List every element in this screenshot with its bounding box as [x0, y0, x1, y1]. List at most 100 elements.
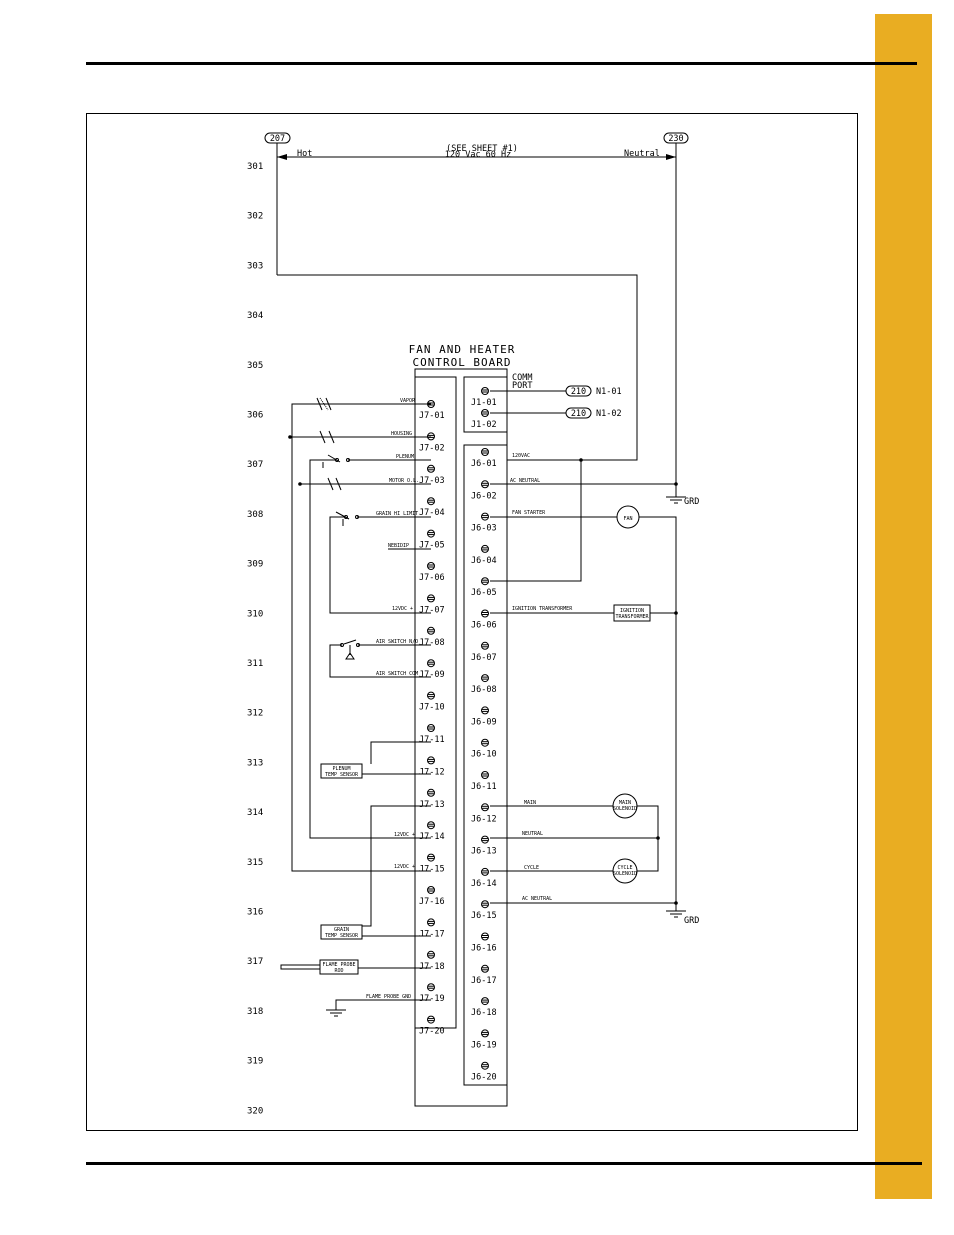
ground-label-1: GRD [684, 497, 699, 507]
voltage-label: 120 Vac 60 Hz [445, 150, 512, 160]
row-number: 301 [247, 162, 263, 172]
terminal-j6: J6-11 [471, 771, 497, 792]
terminal-j6: J6-07 [471, 641, 497, 663]
terminal-label: J6-12 [471, 814, 497, 824]
terminal-j7: J7-07 [419, 594, 445, 615]
terminal-j6: J6-03 [471, 512, 497, 534]
terminal-label: J6-17 [471, 976, 497, 986]
terminal-j6: J6-04 [471, 544, 497, 566]
wire-label-flame-probe-gnd: FLAME PROBE GND [366, 994, 411, 1000]
wire-label-12vdc-15: 12VDC + [394, 832, 415, 838]
row-number: 304 [247, 311, 263, 321]
wire-label-j6-14: CYCLE [524, 865, 539, 871]
terminal-j7: J7-11 [419, 724, 445, 745]
plenum-sensor-line1: PLENUM [332, 766, 350, 772]
terminal-j7: J7-14 [419, 821, 445, 842]
terminal-label: J6-04 [471, 556, 497, 566]
flame-probe-line1: FLAME PROBE [322, 962, 355, 968]
terminal-j6: J6-09 [471, 706, 497, 727]
terminal-j7: J7-09 [419, 659, 445, 680]
terminal-label: J7-17 [419, 929, 445, 939]
terminal-label: J7-05 [419, 541, 445, 551]
terminal-label: J6-05 [471, 588, 497, 598]
wire-label-j6-06: IGNITION TRANSFORMER [512, 606, 573, 612]
ref-bubble-left: 207 [264, 132, 291, 144]
ground-label-2: GRD [684, 916, 699, 926]
flame-probe-line2: ROD [334, 968, 343, 974]
terminal-j7: J7-19 [419, 983, 445, 1004]
grain-sensor-box [320, 924, 363, 940]
bottom-rule [86, 1162, 922, 1165]
terminal-label: J6-19 [471, 1040, 497, 1050]
terminal-label: J1-01 [471, 398, 497, 408]
terminal-label: J7-19 [419, 994, 445, 1004]
fan-label: FAN [623, 516, 632, 522]
terminal-j7: J7-16 [419, 886, 445, 907]
terminal-label: J6-13 [471, 847, 497, 857]
row-number: 311 [247, 659, 263, 669]
row-number: 315 [247, 858, 263, 868]
ref-right-text: 230 [668, 134, 683, 144]
terminal-j6: J6-02 [471, 480, 497, 501]
wire-label-air-switch-no: AIR SWITCH N/O [376, 639, 418, 645]
terminal-label: J7-07 [419, 605, 445, 615]
wire-label-j6-02: AC NEUTRAL [510, 478, 540, 484]
terminal-j6: J6-01 [471, 448, 497, 469]
terminal-label: J6-10 [471, 750, 497, 760]
terminal-label: J6-07 [471, 653, 497, 663]
terminal-label: J7-01 [419, 411, 445, 421]
terminal-j7: J7-04 [419, 497, 445, 518]
terminal-label: J7-03 [419, 476, 445, 486]
terminal-j1: J1-01 [471, 387, 497, 408]
row-number: 310 [247, 609, 263, 619]
row-numbers: 3013023033043053063073083093103113123133… [247, 162, 263, 1116]
terminal-label: J7-08 [419, 638, 445, 648]
terminal-j6: J6-05 [471, 577, 497, 598]
j1-connector [463, 376, 508, 433]
terminal-j7: J7-18 [419, 950, 445, 972]
ref-bubble-right: 230 [663, 132, 689, 144]
terminal-label: J7-10 [419, 703, 445, 713]
terminal-j7: J7-10 [419, 691, 445, 713]
grain-sensor-line1: GRAIN [334, 927, 349, 933]
plenum-sensor-line2: TEMP SENSOR [325, 772, 359, 778]
wire-label-motor-ol: MOTOR O.L. [389, 478, 419, 484]
terminal-label: J7-04 [419, 508, 445, 518]
row-number: 313 [247, 758, 263, 768]
terminal-label: J6-01 [471, 459, 497, 469]
wire-label-grain-hi-limit: GRAIN HI LIMIT [376, 511, 418, 517]
terminal-label: J6-20 [471, 1073, 497, 1083]
row-number: 309 [247, 560, 263, 570]
terminal-label: J7-12 [419, 767, 445, 777]
terminal-j6: J6-16 [471, 932, 497, 954]
row-number: 319 [247, 1057, 263, 1067]
row-number: 320 [247, 1106, 263, 1116]
row-number: 307 [247, 460, 263, 470]
terminal-label: J6-09 [471, 717, 497, 727]
terminal-j6: J6-18 [471, 997, 497, 1018]
row-number: 306 [247, 411, 263, 421]
terminal-j6: J6-17 [471, 964, 497, 986]
terminal-label: J1-02 [471, 420, 497, 430]
terminal-j6: J6-14 [471, 867, 497, 889]
row-number: 302 [247, 212, 263, 222]
terminal-j6: J6-13 [471, 835, 497, 857]
comm-ref-2: 210 [571, 409, 586, 419]
comm-ref-1-label: N1-01 [596, 387, 622, 397]
terminal-label: J6-06 [471, 621, 497, 631]
terminal-label: J6-15 [471, 911, 497, 921]
terminal-j6: J6-08 [471, 674, 497, 695]
terminal-label: J7-06 [419, 573, 445, 583]
terminal-j7: J7-02 [419, 432, 445, 453]
terminal-label: J7-18 [419, 962, 445, 972]
row-number: 303 [247, 261, 263, 271]
wire-label-nebidip: NEBIDIP [388, 543, 409, 549]
terminal-label: J6-14 [471, 879, 497, 889]
terminal-label: J6-16 [471, 944, 497, 954]
neutral-label: Neutral [624, 149, 660, 159]
board-title-line1: FAN AND HEATER [409, 343, 516, 356]
diagram-frame [86, 113, 858, 1131]
ignition-line2: TRANSFORMER [615, 614, 649, 620]
grain-sensor-line2: TEMP SENSOR [325, 933, 359, 939]
